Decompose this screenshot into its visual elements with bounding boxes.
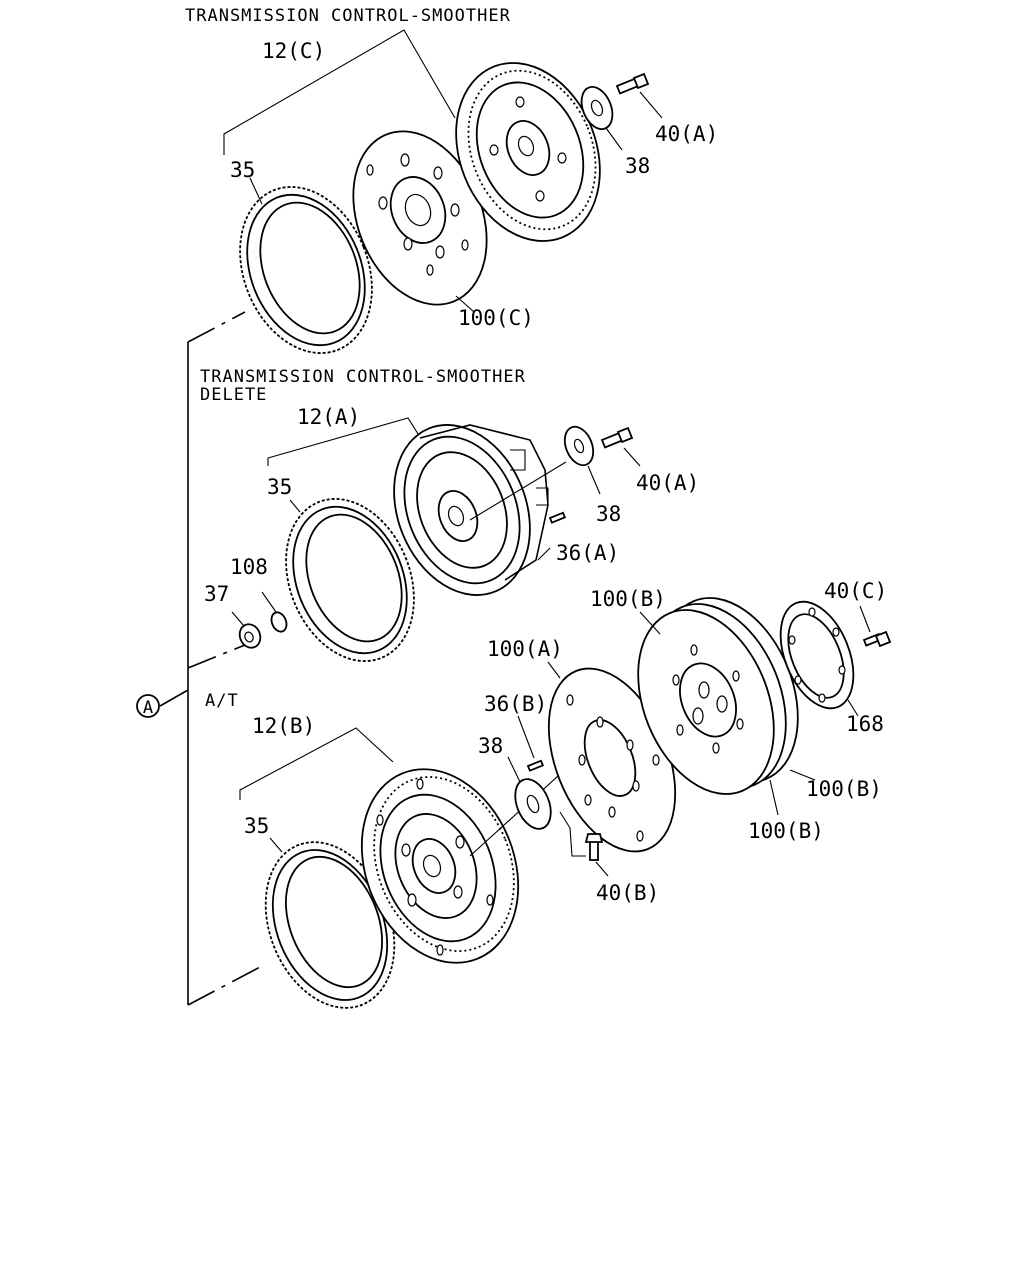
label-12c: 12(C) xyxy=(262,39,325,63)
label-168: 168 xyxy=(846,712,884,736)
washer-38-mid xyxy=(563,425,595,467)
bolt-40b xyxy=(584,833,604,861)
label-38-mid: 38 xyxy=(596,502,621,526)
flywheel-bottom xyxy=(360,768,520,964)
header-smoother: TRANSMISSION CONTROL-SMOOTHER xyxy=(185,6,511,26)
label-36b: 36(B) xyxy=(484,692,547,716)
drive-plate-12a xyxy=(393,424,549,596)
label-100c: 100(C) xyxy=(458,306,534,330)
dowel-pin-36b xyxy=(526,759,545,772)
snap-ring-108 xyxy=(270,611,288,633)
label-40a-top: 40(A) xyxy=(655,122,718,146)
label-37: 37 xyxy=(204,582,229,606)
header-smoother-delete-line1: TRANSMISSION CONTROL-SMOOTHER xyxy=(200,367,526,387)
label-12b: 12(B) xyxy=(252,714,315,738)
ring-gear-bottom xyxy=(264,841,396,1009)
bracket-12c xyxy=(223,29,456,155)
ring-gear-top xyxy=(239,186,373,354)
washer-38-bottom xyxy=(514,778,552,830)
washer-38-top xyxy=(580,86,614,130)
label-38-top: 38 xyxy=(625,154,650,178)
ref-circle-a-label: A xyxy=(143,698,153,718)
label-38-bottom: 38 xyxy=(478,734,503,758)
header-at: A/T xyxy=(205,691,239,711)
header-smoother-delete-line2: DELETE xyxy=(200,385,267,405)
bolt-40a-mid xyxy=(600,426,634,449)
label-40c: 40(C) xyxy=(824,579,887,603)
label-35-mid: 35 xyxy=(267,475,292,499)
label-100a: 100(A) xyxy=(487,637,563,661)
plate-168 xyxy=(779,600,855,710)
flex-plate-100c xyxy=(352,130,488,306)
label-100b-top: 100(B) xyxy=(590,587,666,611)
label-100b-right: 100(B) xyxy=(806,777,882,801)
label-40a-mid: 40(A) xyxy=(636,471,699,495)
label-40b: 40(B) xyxy=(596,881,659,905)
reference-bracket: A xyxy=(136,311,263,1006)
ring-gear-mid xyxy=(285,498,415,662)
pilot-bearing-37 xyxy=(238,623,262,649)
dowel-pin-36a xyxy=(548,511,567,524)
bracket-12a xyxy=(267,417,426,466)
bracket-12b xyxy=(239,727,394,800)
flywheel-top xyxy=(455,62,601,242)
converter-100b xyxy=(637,597,799,795)
label-100b-low: 100(B) xyxy=(748,819,824,843)
label-35-bottom: 35 xyxy=(244,814,269,838)
bolt-40c xyxy=(862,630,892,648)
label-36a: 36(A) xyxy=(556,541,619,565)
bolt-40a-top xyxy=(615,72,650,95)
ref-circle-a xyxy=(136,694,160,718)
label-108: 108 xyxy=(230,555,268,579)
label-35-top: 35 xyxy=(230,158,255,182)
label-12a: 12(A) xyxy=(297,405,360,429)
